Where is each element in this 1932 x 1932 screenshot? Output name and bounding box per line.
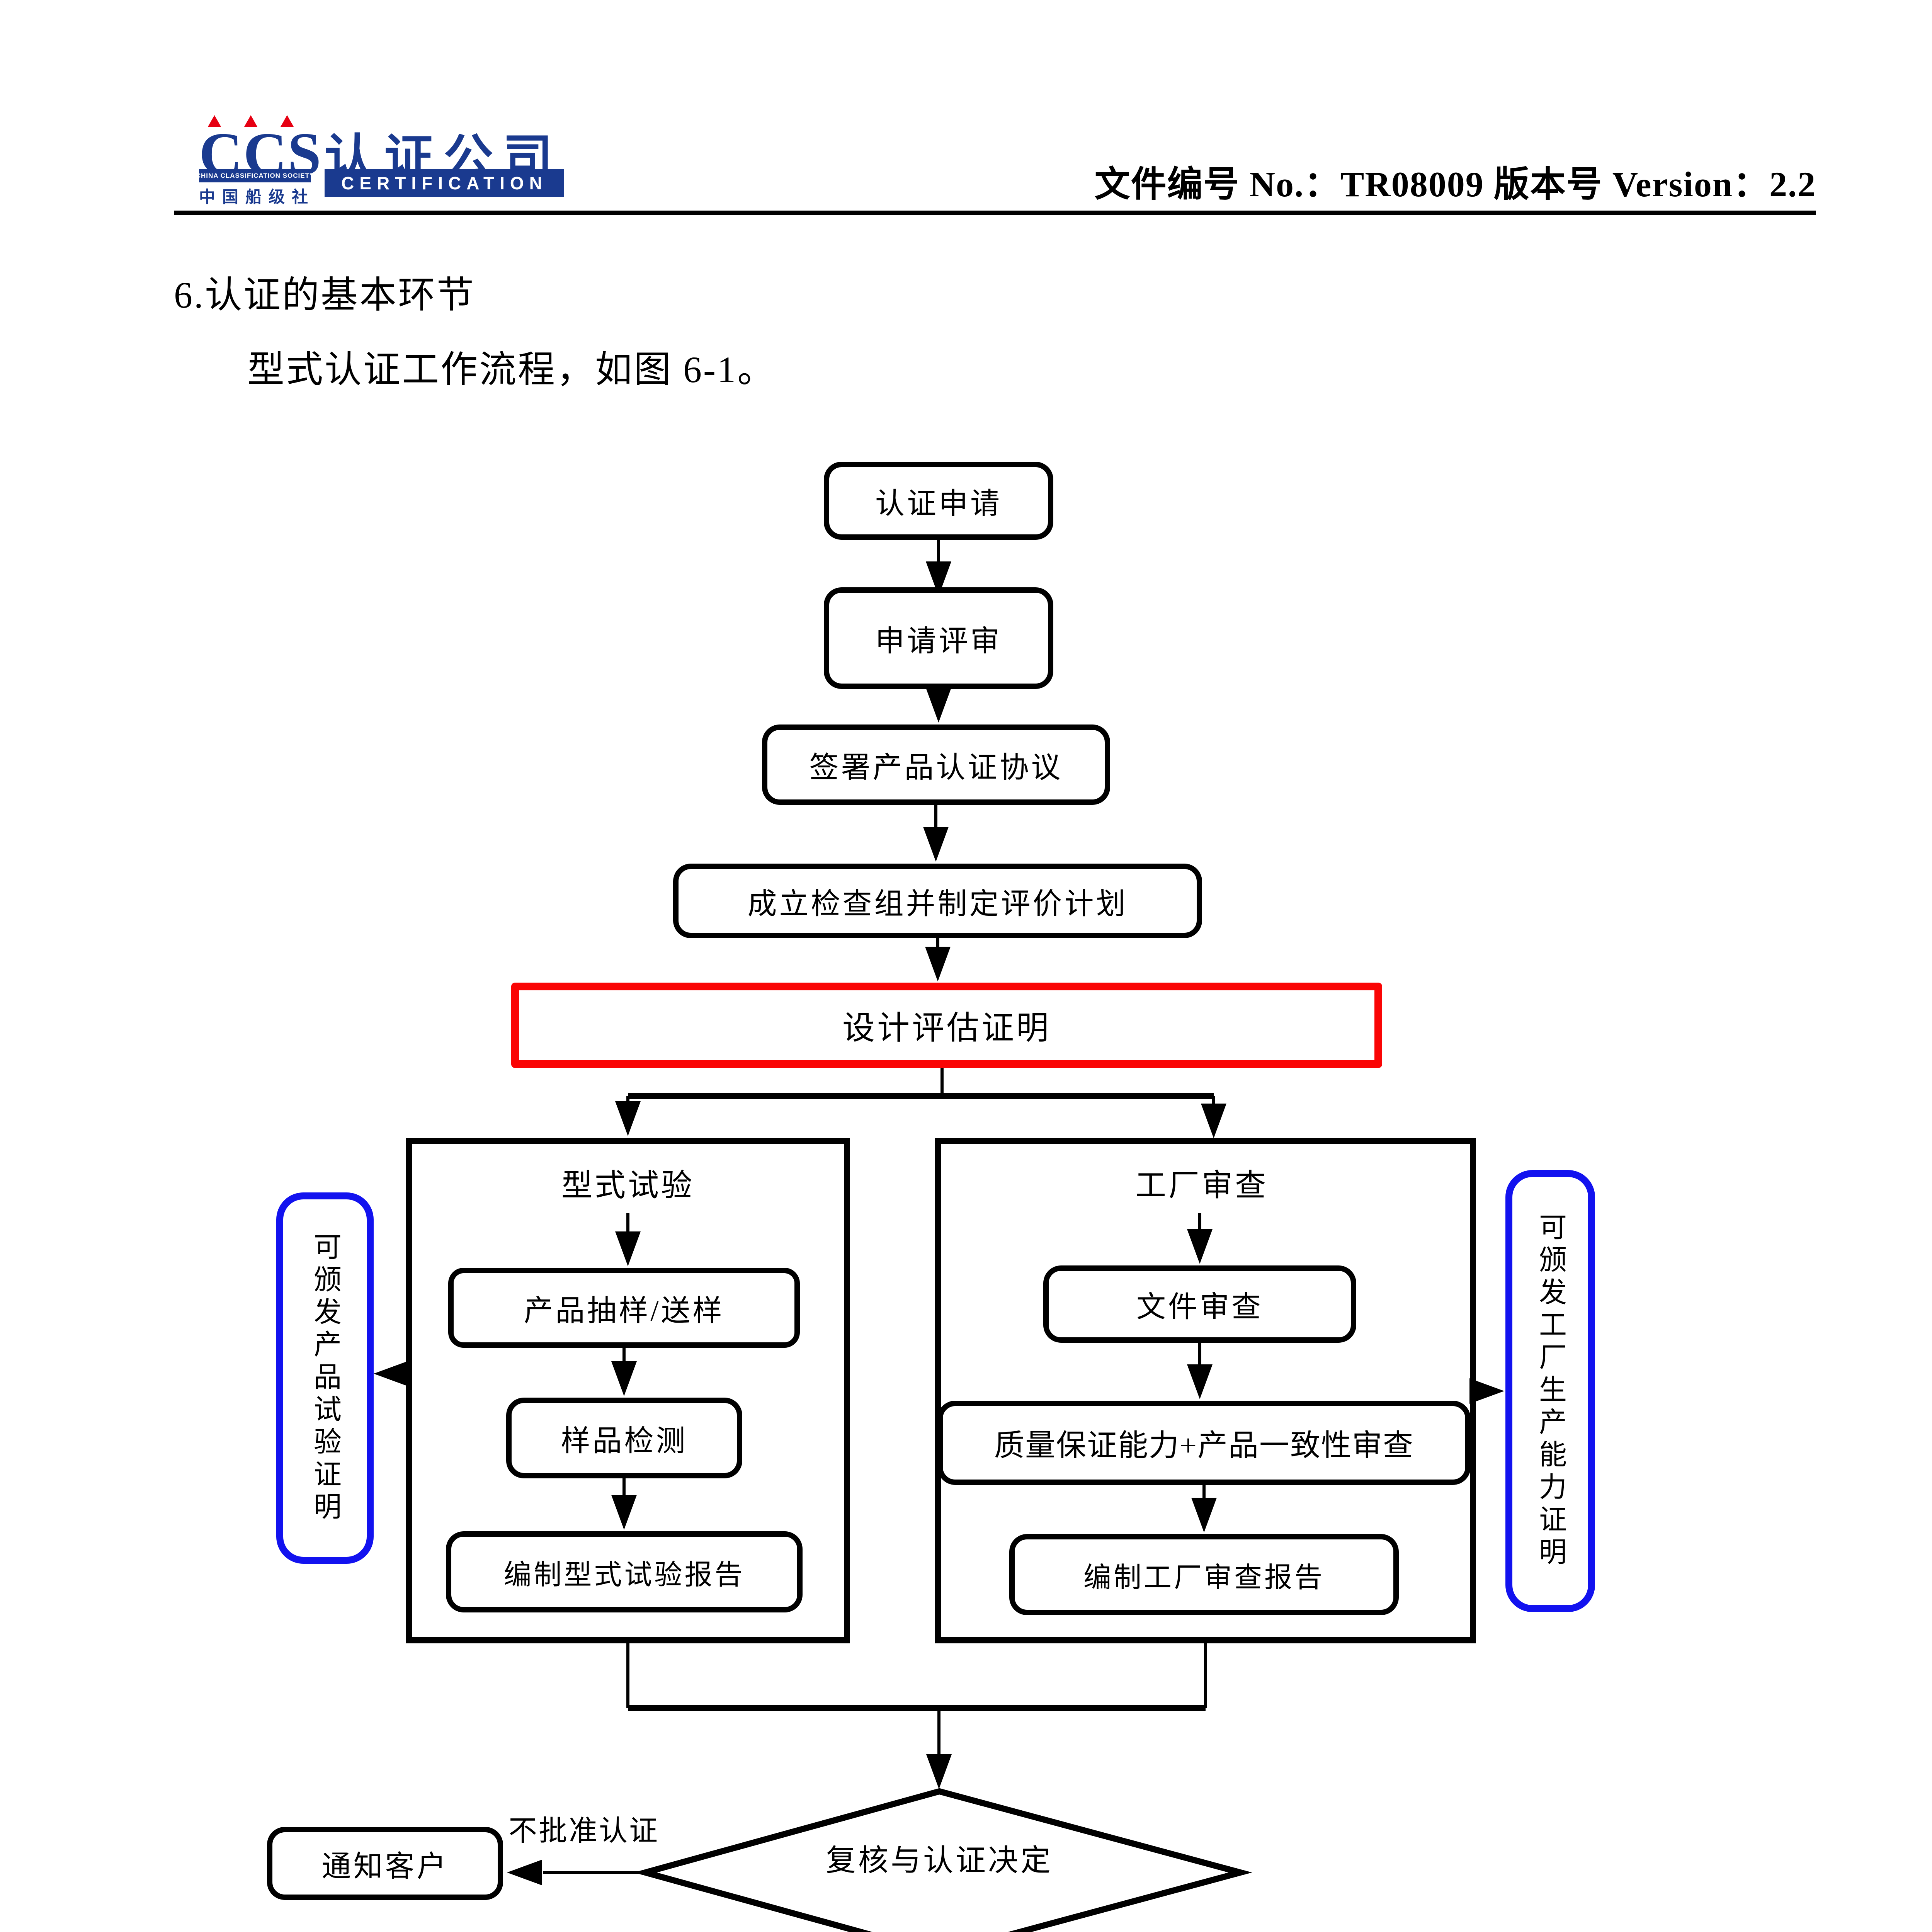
arrowhead-icons <box>374 561 1504 1885</box>
logo-flame-icon <box>208 115 221 127</box>
ccs-logo: CCS CHINA CLASSIFICATION SOCIETY 中国船级社 认… <box>162 115 595 206</box>
note-factory-capability-certificate: 可颁发工厂生产能力证明 <box>1505 1170 1595 1612</box>
document-reference: 文件编号 No.：TR08009 版本号 Version：2.2 <box>1094 165 1816 204</box>
logo-society-bar: CHINA CLASSIFICATION SOCIETY <box>196 169 314 182</box>
flow-node-sign-agreement: 签署产品认证协议 <box>762 724 1110 805</box>
flow-node-qa-consistency-review: 质量保证能力+产品一致性审查 <box>937 1401 1471 1485</box>
logo-society-cn: 中国船级社 <box>199 189 315 206</box>
note-product-test-certificate: 可颁发产品试验证明 <box>276 1192 374 1564</box>
flow-node-application-review: 申请评审 <box>824 587 1053 689</box>
type-test-group-frame <box>406 1138 850 1643</box>
logo-certification-en: CERTIFICATION <box>341 173 548 193</box>
logo-flame-icon <box>281 115 294 127</box>
flow-node-setup-team: 成立检查组并制定评价计划 <box>673 864 1202 938</box>
flow-node-design-evaluation: 设计评估证明 <box>511 983 1382 1068</box>
logo-flame-icon <box>244 115 257 127</box>
flow-node-sample-testing: 样品检测 <box>506 1398 742 1478</box>
flow-node-type-test-report: 编制型式试验报告 <box>446 1531 803 1612</box>
header-rule <box>174 211 1816 215</box>
connector-branch-lines <box>628 1093 1214 1711</box>
flow-node-notify-client: 通知客户 <box>267 1827 503 1900</box>
decision-diamond <box>633 1788 1252 1932</box>
intro-text: 型式认证工作流程，如图 6-1。 <box>247 349 776 390</box>
flow-node-apply: 认证申请 <box>824 462 1053 540</box>
flow-node-factory-audit-report: 编制工厂审查报告 <box>1009 1534 1399 1615</box>
flow-node-product-sampling: 产品抽样/送样 <box>448 1268 800 1348</box>
logo-certification-bar: CERTIFICATION <box>325 169 564 197</box>
flow-node-factory-audit: 工厂审查 <box>1135 1169 1268 1203</box>
edge-label-not-approved: 不批准认证 <box>509 1815 659 1847</box>
flow-node-type-test: 型式试验 <box>561 1169 694 1203</box>
logo-society-en: CHINA CLASSIFICATION SOCIETY <box>196 172 315 179</box>
flow-node-document-review: 文件审查 <box>1043 1265 1356 1343</box>
factory-audit-group-frame <box>935 1138 1476 1643</box>
section-title: 6.认证的基本环节 <box>174 274 475 316</box>
flow-node-review-decision: 复核与认证决定 <box>825 1844 1053 1877</box>
